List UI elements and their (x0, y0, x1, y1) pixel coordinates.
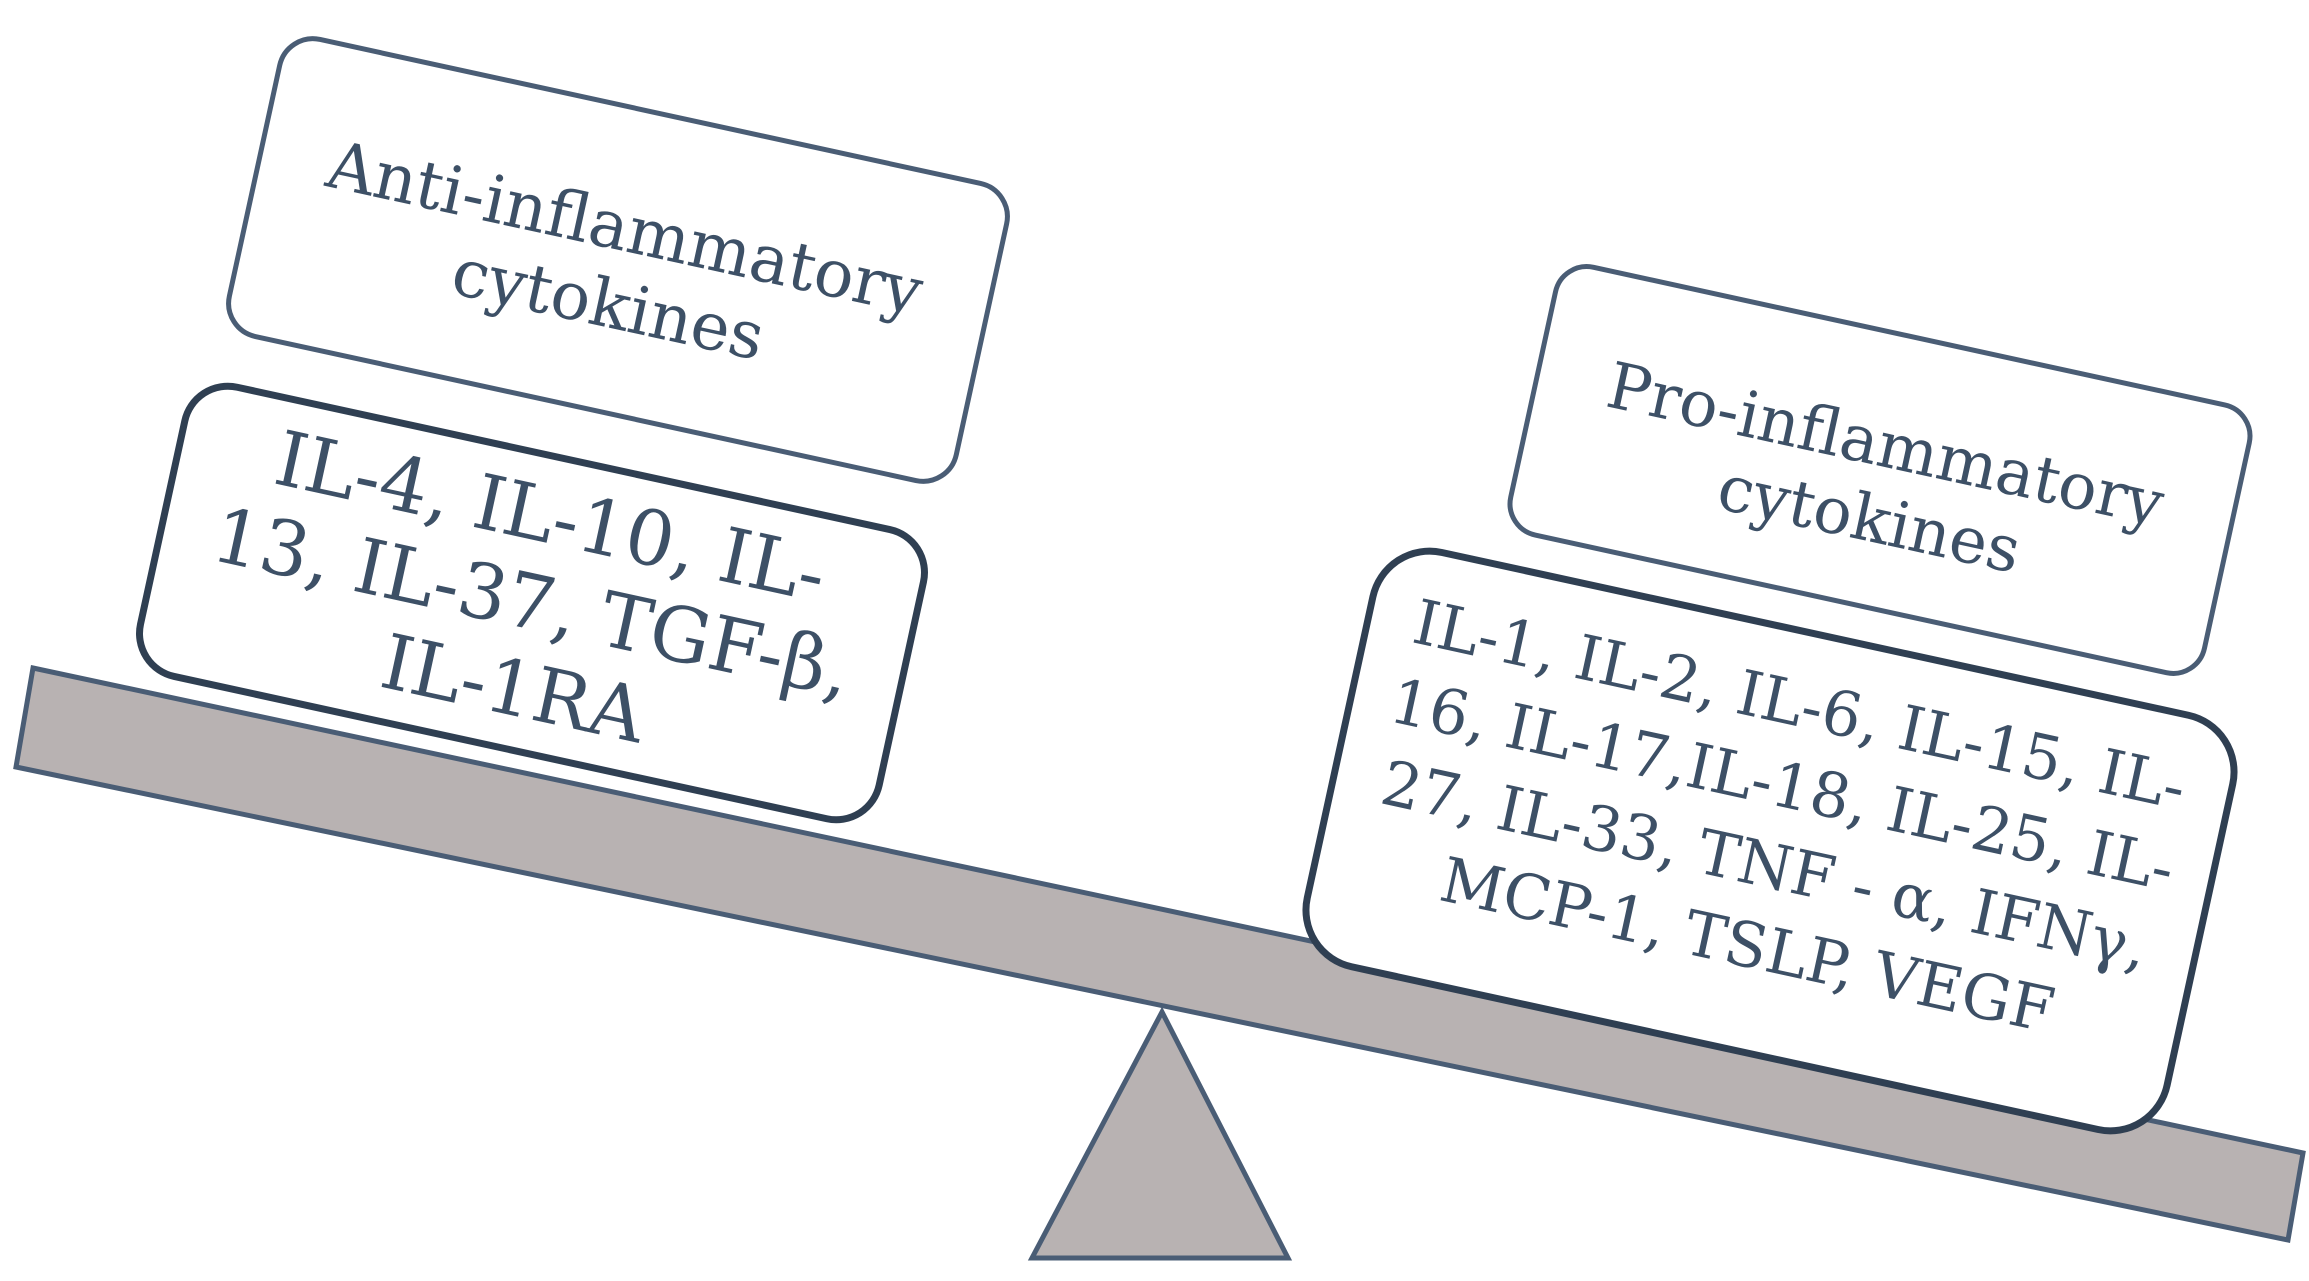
anti-inflammatory-list-box: IL-4, IL-10, IL- 13, IL-37, TGF-β, IL-1R… (136, 382, 928, 824)
pro-inflammatory-header-box: Pro-inflammatory cytokines (1507, 264, 2253, 676)
fulcrum-triangle (1027, 1006, 1293, 1261)
anti-inflammatory-header-box: Anti-inflammatory cytokines (226, 36, 1010, 484)
pro-inflammatory-list-box: IL-1, IL-2, IL-6, IL-15, IL- 16, IL-17,I… (1302, 547, 2238, 1135)
